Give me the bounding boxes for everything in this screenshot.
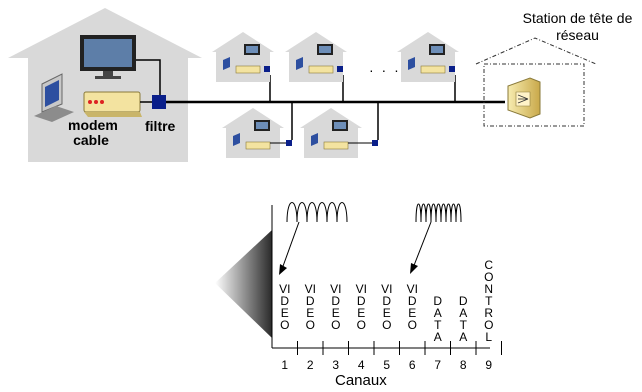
filter-box	[152, 95, 166, 109]
channel-label: CONTROL	[484, 258, 494, 344]
channel-number: 1	[281, 358, 289, 372]
channel-number: 7	[434, 358, 442, 372]
channel-number: 4	[357, 358, 365, 372]
home-wiring	[136, 59, 161, 103]
computer-icon	[34, 73, 74, 122]
spectrum-fan	[215, 230, 272, 338]
channel-number: 2	[306, 358, 314, 372]
channel-number: 8	[459, 358, 467, 372]
signal-arrows	[279, 221, 432, 275]
tv-icon	[80, 35, 136, 79]
analog-signal-wave	[286, 202, 348, 223]
channel-label: VIDEO	[279, 282, 291, 332]
small-house-5	[300, 108, 378, 158]
channel-label: DATA	[458, 294, 468, 344]
channel-number: 9	[485, 358, 493, 372]
filter-label: filtre	[145, 118, 176, 134]
channel-number: 5	[383, 358, 391, 372]
channel-label: VIDEO	[304, 282, 316, 332]
channel-label: VIDEO	[330, 282, 342, 332]
headend-title: Station de tête de réseau	[522, 10, 633, 43]
main-house	[8, 8, 202, 162]
small-house-4	[222, 108, 292, 158]
channel-number: 6	[408, 358, 416, 372]
channel-label: VIDEO	[355, 282, 367, 332]
branch-lines	[269, 75, 456, 140]
small-house-1	[212, 32, 274, 82]
small-house-2	[285, 32, 347, 82]
channel-ticks	[297, 341, 502, 355]
cable-modem-icon	[83, 91, 142, 117]
modem-label: modem cable	[68, 117, 118, 148]
channels-axis-title: Canaux	[335, 372, 387, 389]
digital-signal-wave	[415, 203, 462, 223]
channel-label: VIDEO	[406, 282, 418, 332]
small-house-3	[397, 32, 459, 82]
headend-building-outline	[475, 37, 597, 127]
channel-label: DATA	[433, 294, 443, 344]
headend-antenna-icon	[507, 77, 541, 119]
more-homes-ellipsis: · · ·	[369, 62, 401, 78]
channel-number: 3	[332, 358, 340, 372]
frequency-axes	[271, 205, 490, 349]
channel-label: VIDEO	[381, 282, 393, 332]
